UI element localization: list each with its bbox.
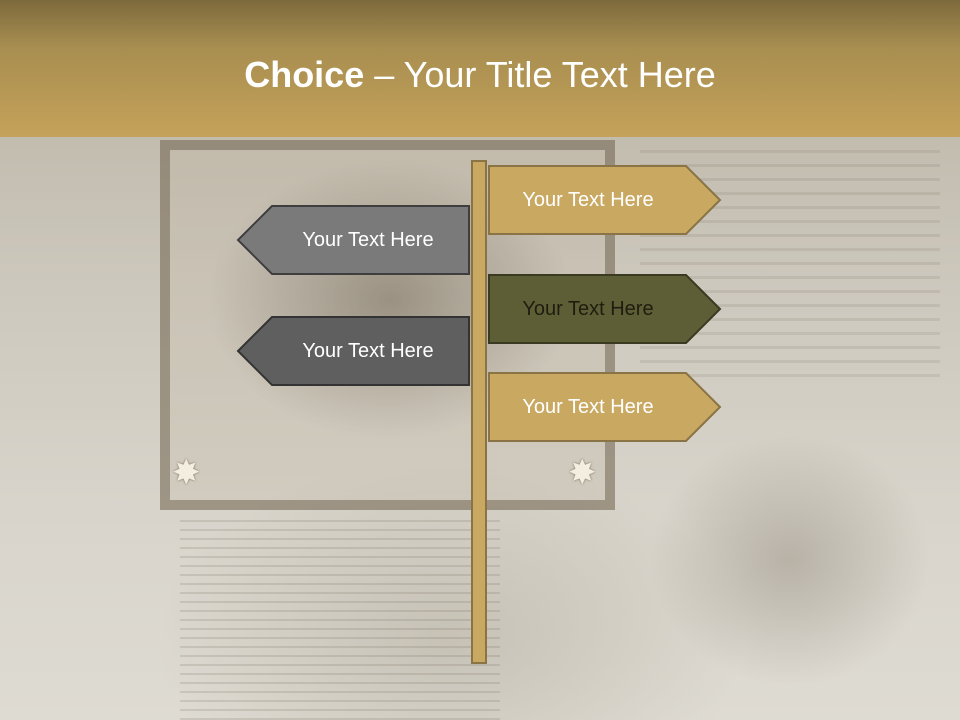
title-text: – Your Title Text Here [364, 54, 716, 95]
arrow-right-shape [488, 274, 722, 344]
title-emphasis: Choice [244, 54, 365, 95]
sign-label: Your Text Here [522, 298, 654, 320]
background-newspaper-clipping [180, 520, 500, 720]
slide-title: Choice – Your Title Text Here [0, 52, 960, 98]
sign-right-middle[interactable]: Your Text Here [488, 274, 722, 344]
sign-right-bottom[interactable]: Your Text Here [488, 372, 722, 442]
title-banner: Choice – Your Title Text Here [0, 0, 960, 137]
star-ornament-icon: ✸ [172, 454, 201, 492]
sign-label: Your Text Here [522, 396, 654, 418]
star-ornament-icon: ✸ [568, 454, 597, 492]
signpost-pole [471, 160, 487, 664]
arrow-right-shape [488, 165, 722, 235]
sign-right-top[interactable]: Your Text Here [488, 165, 722, 235]
sign-left-bottom[interactable]: Your Text Here [236, 316, 470, 386]
sign-label: Your Text Here [302, 340, 434, 362]
arrow-left-shape [236, 205, 470, 275]
sign-left-top[interactable]: Your Text Here [236, 205, 470, 275]
arrow-right-shape [488, 372, 722, 442]
sign-label: Your Text Here [302, 229, 434, 251]
sign-label: Your Text Here [522, 189, 654, 211]
arrow-left-shape [236, 316, 470, 386]
